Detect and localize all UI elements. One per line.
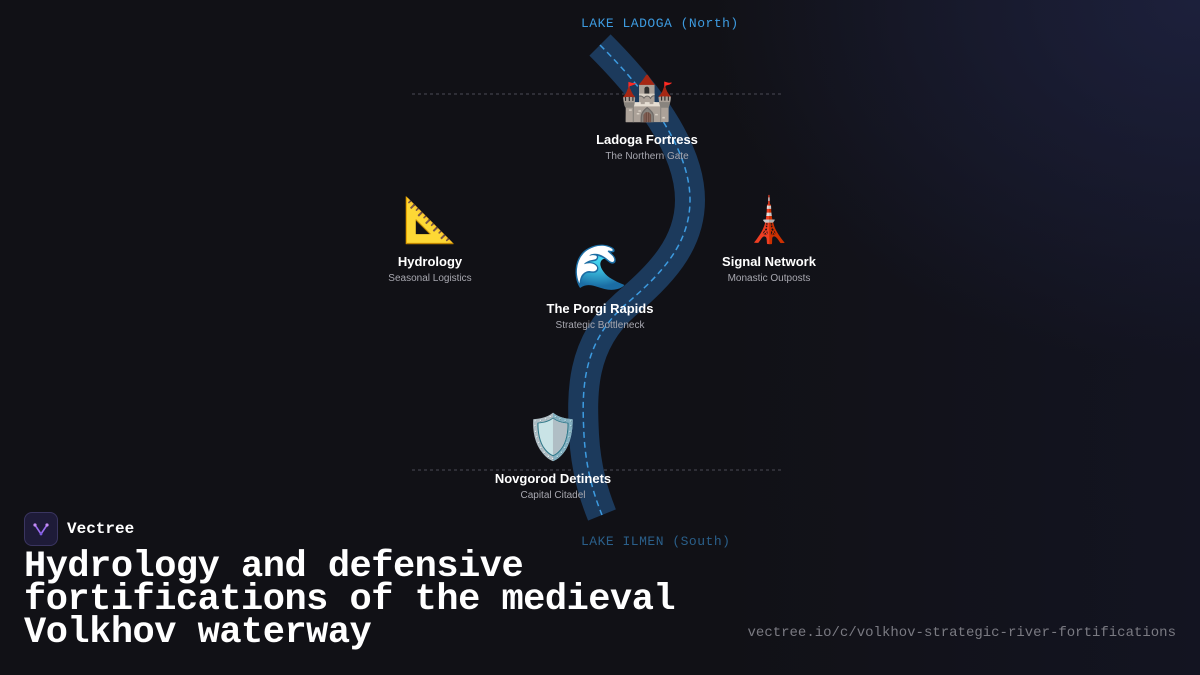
castle-icon: 🏰 (619, 74, 675, 123)
shield-icon: 🛡️ (525, 413, 581, 462)
node-subtitle: Strategic Bottleneck (555, 320, 645, 331)
vectree-logo-icon (24, 512, 58, 546)
node-title: Hydrology (397, 254, 463, 269)
tower-icon: 🗼 (741, 196, 797, 245)
node-ladoga-fortress: 🏰 Ladoga Fortress The Northern Gate (547, 74, 747, 162)
node-title: The Porgi Rapids (546, 301, 654, 316)
node-title: Signal Network (722, 254, 816, 269)
node-title: Ladoga Fortress (596, 132, 698, 147)
node-hydrology: 📐 Hydrology Seasonal Logistics (330, 196, 530, 284)
node-signal-network: 🗼 Signal Network Monastic Outposts (669, 196, 869, 284)
node-porgi-rapids: 🌊 The Porgi Rapids Strategic Bottleneck (500, 243, 700, 331)
brand-name: Vectree (67, 520, 135, 538)
node-subtitle: The Northern Gate (605, 151, 689, 162)
triangular-ruler-icon: 📐 (402, 196, 458, 245)
lake-ilmen-label: LAKE ILMEN (South) (581, 534, 731, 549)
node-title: Novgorod Detinets (494, 471, 612, 486)
node-subtitle: Monastic Outposts (727, 273, 811, 284)
wave-icon: 🌊 (572, 243, 628, 292)
brand[interactable]: Vectree (24, 512, 134, 546)
river-flow-line (582, 44, 691, 516)
node-subtitle: Seasonal Logistics (388, 273, 472, 284)
lake-ladoga-label: LAKE LADOGA (North) (581, 16, 739, 31)
page-title: Hydrology and defensive fortifications o… (24, 546, 676, 654)
node-novgorod-detinets: 🛡️ Novgorod Detinets Capital Citadel (453, 413, 653, 501)
node-subtitle: Capital Citadel (520, 490, 586, 501)
source-url[interactable]: vectree.io/c/volkhov-strategic-river-for… (747, 625, 1176, 641)
